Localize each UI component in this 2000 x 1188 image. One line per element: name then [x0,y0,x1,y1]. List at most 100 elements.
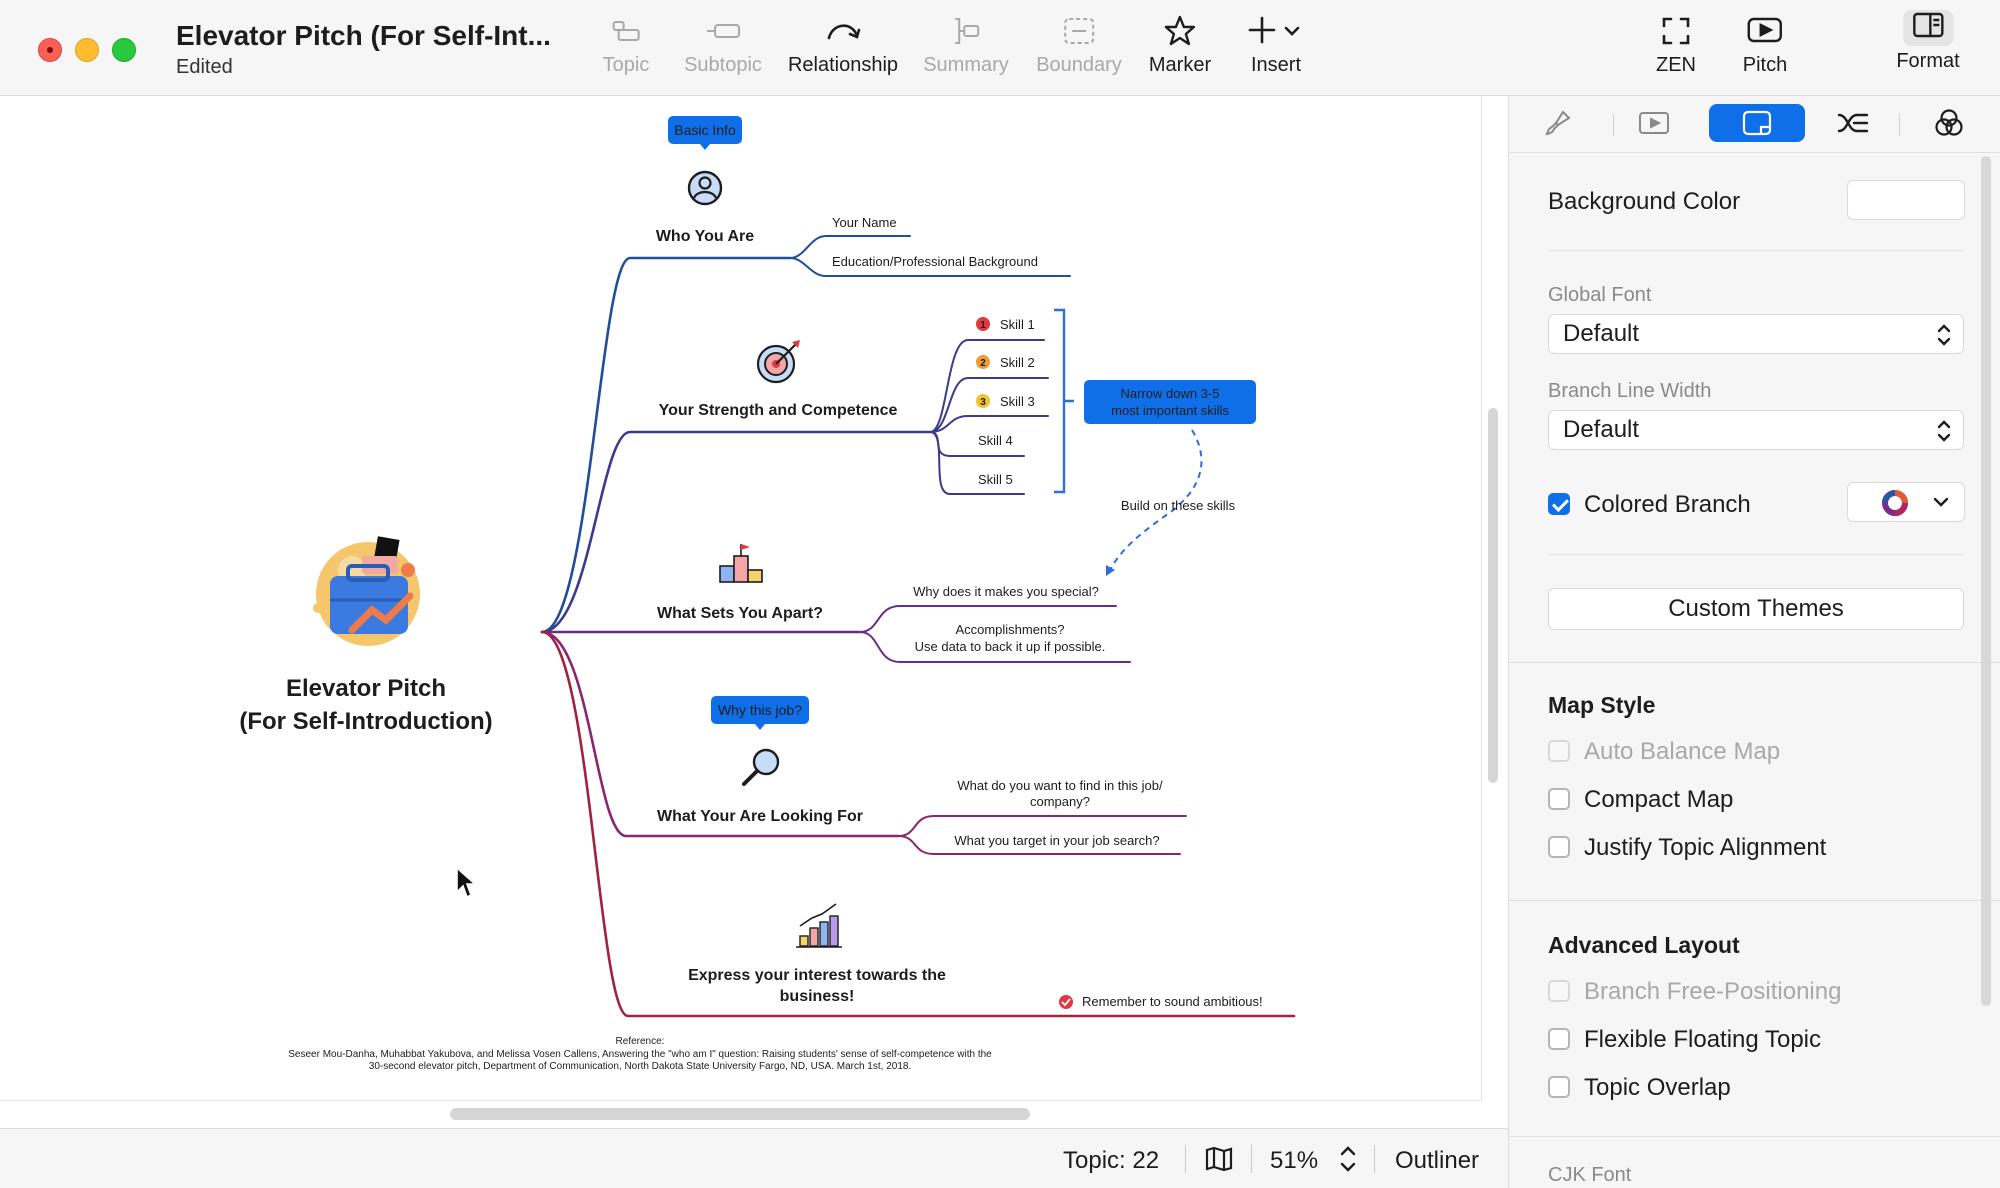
topic-express-interest[interactable]: Express your interest towards the [688,967,946,984]
branch-color-dropdown[interactable] [1847,482,1965,522]
background-color-swatch[interactable] [1847,180,1965,220]
document-status: Edited [176,56,233,78]
branch-free-positioning-label: Branch Free-Positioning [1584,978,1842,1005]
relationship-line[interactable] [1109,429,1203,571]
relationship-arrowhead [1106,565,1115,576]
format-panel-tabs [1509,96,2000,153]
svg-text:Narrow down 3-5: Narrow down 3-5 [1121,386,1220,401]
subtopic-skill-2[interactable]: Skill 2 [1000,355,1035,370]
subtopic-skill-4[interactable]: Skill 4 [978,433,1013,448]
relationship-button[interactable]: Relationship [788,14,898,84]
subtopic-skill-5[interactable]: Skill 5 [978,472,1013,487]
plus-chevron-icon [1248,16,1300,44]
global-font-select[interactable]: Default [1548,314,1964,354]
summary-button[interactable]: Summary [923,14,1009,84]
relationship-icon [827,24,861,40]
callout-basic-info[interactable]: Basic Info [668,116,742,150]
mind-map-canvas[interactable]: Elevator Pitch (For Self-Introduction) B… [0,96,1482,1100]
topic-who-you-are[interactable]: Who You Are [656,228,754,245]
structure-icon [1837,113,1869,133]
map-book-icon[interactable] [1204,1145,1234,1173]
subtopic-sound-ambitious[interactable]: Remember to sound ambitious! [1082,994,1263,1009]
callout-why-this-job[interactable]: Why this job? [711,696,809,730]
tab-structure[interactable] [1805,104,1901,142]
format-button[interactable]: Format [1896,10,1960,80]
document-title[interactable]: Elevator Pitch (For Self-Int... [176,20,551,51]
subtopic-education[interactable]: Education/Professional Background [832,254,1038,269]
subtopic-accomplishments[interactable]: Accomplishments? [955,622,1064,637]
branch-line-express [540,630,1296,1018]
zoom-stepper-icon[interactable] [1338,1143,1358,1175]
topic-strength[interactable]: Your Strength and Competence [659,402,898,419]
relationship-label[interactable]: Build on these skills [1121,498,1236,513]
justify-topic-alignment-checkbox[interactable] [1548,836,1570,858]
topic-express-interest-line2: business! [780,988,855,1005]
subtopic-accomplishments-line2: Use data to back it up if possible. [915,639,1106,654]
mouse-pointer-icon [456,866,477,899]
branch-line-width-select[interactable]: Default [1548,410,1964,450]
select-stepper-icon [1937,420,1951,442]
priority-3-icon: 3 [976,394,990,408]
priority-1-icon: 1 [976,317,990,331]
subtopic-skill-3[interactable]: Skill 3 [1000,394,1035,409]
tab-map-format[interactable] [1709,104,1805,142]
svg-text:Why this job?: Why this job? [718,702,802,718]
compact-map-checkbox[interactable] [1548,788,1570,810]
mind-map: Elevator Pitch (For Self-Introduction) B… [239,116,1296,1072]
format-panel-scrollbar[interactable] [1981,156,1991,1006]
subtopic-find-in-job[interactable]: What do you want to find in this job/ [957,778,1163,793]
star-icon [1164,15,1196,46]
pitch-button[interactable]: Pitch [1743,14,1787,84]
topic-overlap-label: Topic Overlap [1584,1074,1731,1101]
advanced-layout-heading: Advanced Layout [1548,932,1740,958]
custom-themes-button[interactable]: Custom Themes [1548,588,1964,630]
tab-style[interactable] [1510,104,1606,142]
window-maximize-button[interactable] [112,38,136,62]
window-close-button[interactable] [38,38,62,62]
summary-topic[interactable]: Narrow down 3-5 most important skills [1084,380,1256,424]
zen-button[interactable]: ZEN [1656,14,1696,84]
subtopic-your-name[interactable]: Your Name [832,215,897,230]
subtopic-button[interactable]: Subtopic [684,14,762,84]
summary-bracket[interactable] [1054,308,1074,494]
colored-branch-label: Colored Branch [1584,491,1751,518]
toolbar: Elevator Pitch (For Self-Int... Edited T… [0,0,2000,96]
topic-looking-for[interactable]: What Your Are Looking For [657,808,863,825]
topic-overlap-checkbox[interactable] [1548,1076,1570,1098]
branch-line-who-edu [789,257,1071,277]
subtopic-target[interactable]: What you target in your job search? [954,833,1159,848]
central-topic-subtitle: (For Self-Introduction) [239,708,492,735]
boundary-button[interactable]: Boundary [1036,14,1122,84]
subtopic-skill-1[interactable]: Skill 1 [1000,317,1035,332]
auto-balance-map-checkbox[interactable] [1548,740,1570,762]
pitch-icon [1747,17,1783,43]
central-topic-title: Elevator Pitch [286,675,446,702]
topic-sets-apart[interactable]: What Sets You Apart? [657,605,823,622]
insert-button[interactable]: Insert [1248,14,1304,84]
outliner-button[interactable]: Outliner [1395,1147,1480,1174]
canvas-vertical-scrollbar[interactable] [1488,408,1498,783]
reference-title[interactable]: Reference: [616,1036,665,1047]
window-minimize-button[interactable] [75,38,99,62]
cjk-font-label: CJK Font [1548,1164,1632,1186]
svg-text:most important skills: most important skills [1111,403,1229,418]
status-separator [1185,1145,1186,1173]
tab-theme[interactable] [1901,104,1997,142]
svg-text:Basic Info: Basic Info [674,122,736,138]
marker-button[interactable]: Marker [1149,14,1211,84]
svg-text:1: 1 [980,320,986,331]
colored-branch-checkbox[interactable] [1548,493,1570,515]
branch-line-who-name [789,235,911,259]
canvas-horizontal-scrollbar[interactable] [450,1108,1030,1120]
auto-balance-map-label: Auto Balance Map [1584,738,1781,765]
branch-line-skill5 [929,431,1025,495]
subtopic-why-special[interactable]: Why does it makes you special? [913,584,1099,599]
branch-line-width-label: Branch Line Width [1548,380,1712,402]
branch-line-who [540,256,792,634]
central-topic[interactable]: Elevator Pitch (For Self-Introduction) [239,536,493,735]
branch-free-positioning-checkbox[interactable] [1548,980,1570,1002]
topic-button[interactable]: Topic [603,14,649,84]
zoom-level[interactable]: 51% [1270,1147,1319,1174]
tab-pitch[interactable] [1606,104,1702,142]
flexible-floating-topic-checkbox[interactable] [1548,1028,1570,1050]
